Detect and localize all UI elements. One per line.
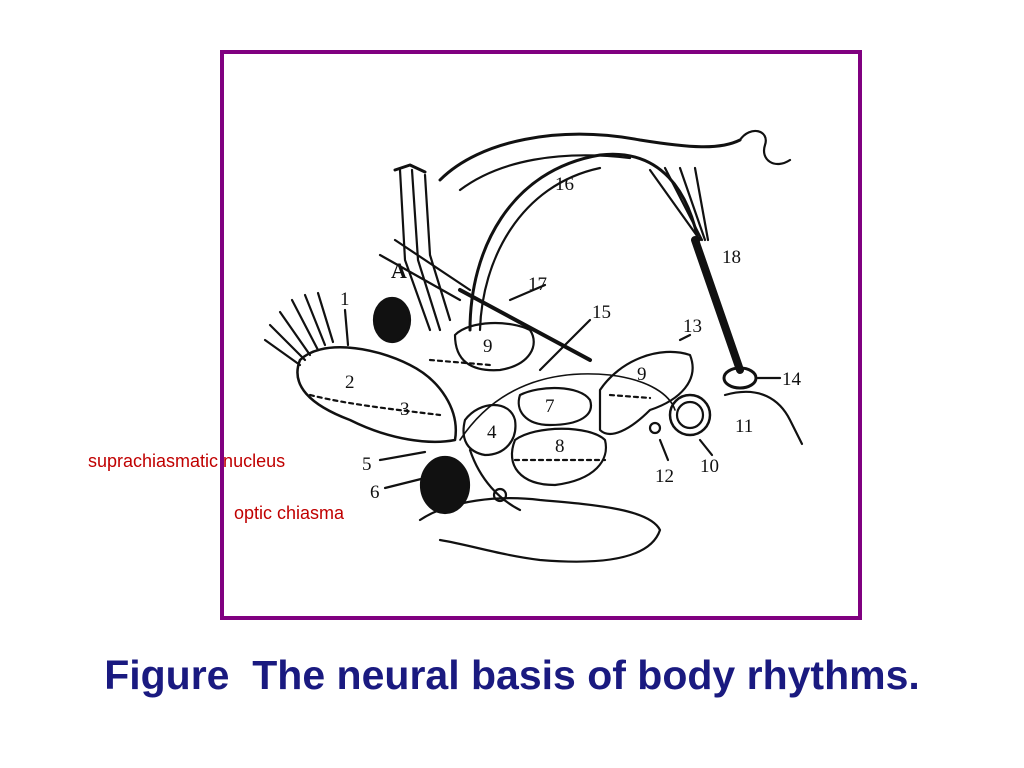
region-8 <box>510 427 607 487</box>
leader-10 <box>698 438 714 457</box>
fornix-arc <box>468 152 702 332</box>
region-7 <box>517 386 593 427</box>
dark-mass <box>372 296 412 344</box>
fan-right <box>648 166 710 242</box>
hatched-band <box>459 373 676 441</box>
label-5: 5 <box>362 454 372 475</box>
contour-11 <box>723 390 804 446</box>
corpus-callosum-inner <box>458 154 632 192</box>
region-9-right <box>598 350 694 435</box>
fornix-inner <box>478 166 602 332</box>
label-9-right: 9 <box>637 364 647 385</box>
leader-17 <box>508 283 547 302</box>
region-2 <box>296 346 458 444</box>
leader-15 <box>538 318 592 372</box>
label-8: 8 <box>555 436 565 457</box>
label-16: 16 <box>555 174 574 195</box>
label-10: 10 <box>700 456 719 477</box>
label-6: 6 <box>370 482 380 503</box>
label-7: 7 <box>545 396 555 417</box>
structure-14 <box>722 366 758 390</box>
leader-6 <box>383 476 427 490</box>
tract-17 <box>458 288 592 362</box>
label-18: 18 <box>722 247 741 268</box>
fan-left <box>263 291 335 367</box>
label-2: 2 <box>345 372 355 393</box>
label-1: 1 <box>340 289 350 310</box>
region-9-upper <box>453 322 535 372</box>
label-4: 4 <box>487 422 497 443</box>
tract-18 <box>691 236 744 374</box>
optic-chiasma-label: optic chiasma <box>234 503 345 523</box>
corpus-callosum <box>438 132 742 182</box>
label-15: 15 <box>592 302 611 323</box>
optic-chiasma-mass <box>419 455 471 515</box>
septum-lines <box>378 168 472 332</box>
leader-12 <box>658 438 670 462</box>
label-12: 12 <box>655 466 674 487</box>
pineal-curl <box>738 129 792 166</box>
bottom-contour <box>418 497 662 563</box>
label-11: 11 <box>735 416 753 437</box>
label-17: 17 <box>528 274 547 295</box>
structure-10 <box>668 393 712 437</box>
label-a: A <box>391 258 407 283</box>
pituitary-stalk <box>468 448 522 512</box>
label-9-upper: 9 <box>483 336 493 357</box>
leader-13 <box>678 333 692 342</box>
label-13: 13 <box>683 316 702 337</box>
structure-12 <box>648 421 662 435</box>
label-14: 14 <box>782 369 802 390</box>
leader-1 <box>343 308 350 347</box>
label-3: 3 <box>400 399 410 420</box>
suprachiasmatic-nucleus-label: suprachiasmatic nucleus <box>88 451 286 471</box>
figure-caption: Figure The neural basis of body rhythms. <box>104 652 920 698</box>
leader-5 <box>378 450 427 462</box>
